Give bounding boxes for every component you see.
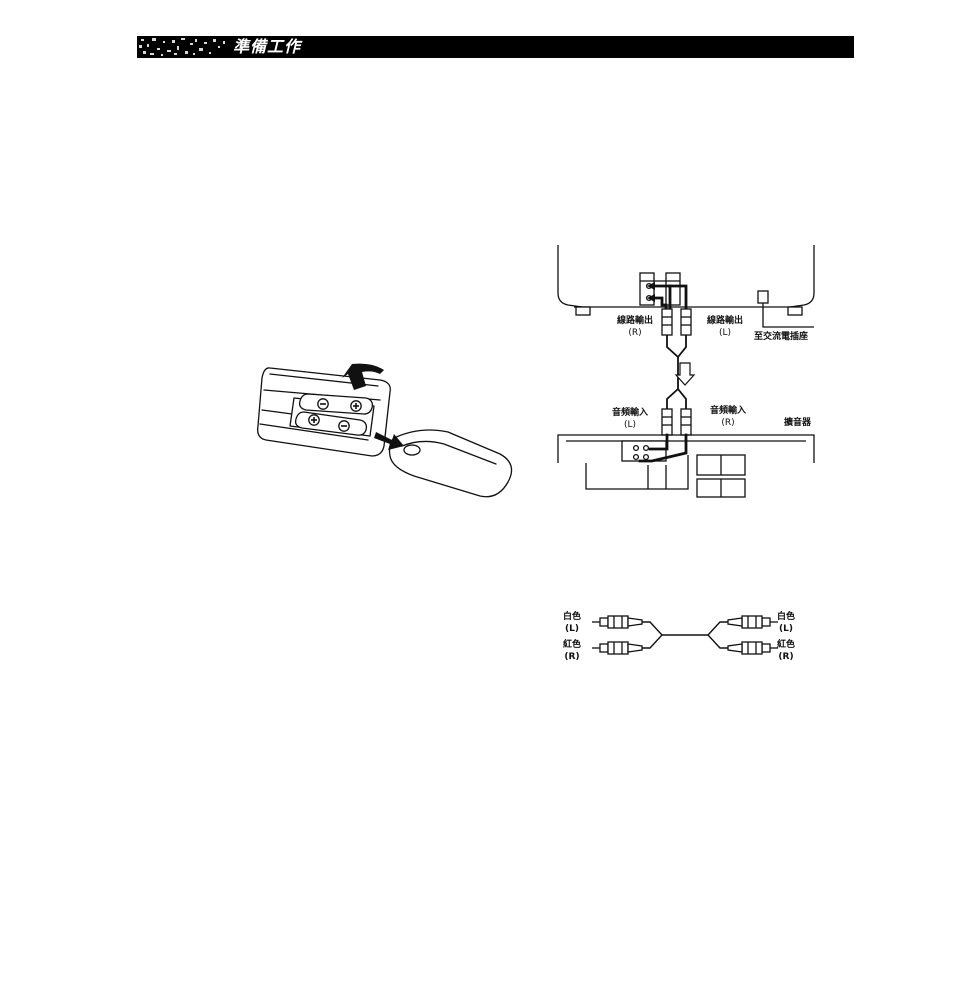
header-texture-decoration [137, 36, 229, 58]
audio-in-left-channel: (L) [607, 420, 653, 431]
line-out-left-channel: (L) [702, 328, 748, 339]
cable-right-red-label: 紅色 [771, 640, 801, 651]
ac-outlet-label: 至交流電插座 [754, 332, 820, 343]
cable-left-red-label: 紅色 [557, 640, 587, 651]
line-out-left-label: 線路輸出 [702, 316, 748, 327]
section-header-bar: 準備工作 [137, 36, 854, 58]
cable-left-red-channel: (R) [557, 652, 587, 663]
cable-right-white-channel: (L) [771, 624, 801, 635]
cable-left-white-label: 白色 [557, 612, 587, 623]
amplifier-label: 擴音器 [784, 418, 824, 429]
remote-battery-illustration [252, 360, 522, 505]
line-out-right-channel: (R) [612, 328, 658, 339]
audio-cable-illustration [590, 612, 780, 658]
audio-in-left-label: 音頻輸入 [607, 408, 653, 419]
audio-in-right-label: 音頻輸入 [705, 406, 751, 417]
cable-right-white-label: 白色 [771, 612, 801, 623]
cable-right-red-channel: (R) [771, 652, 801, 663]
audio-in-right-channel: (R) [705, 418, 751, 429]
line-out-right-label: 線路輸出 [612, 316, 658, 327]
section-title: 準備工作 [233, 37, 301, 57]
connection-diagram [552, 243, 822, 493]
cable-left-white-channel: (L) [557, 624, 587, 635]
